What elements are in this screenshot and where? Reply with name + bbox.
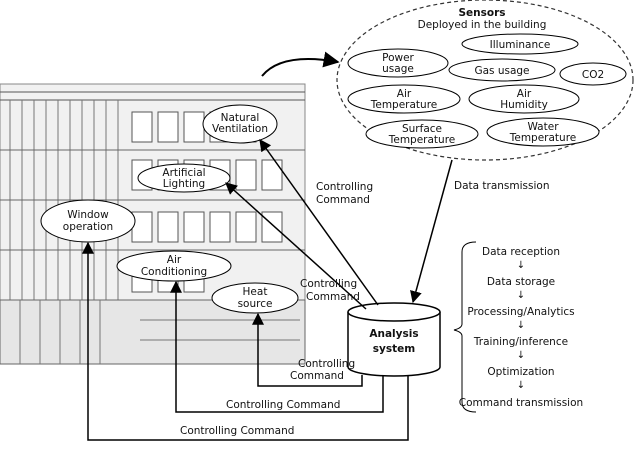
pipeline-step-arrow-3: ↓: [517, 320, 525, 331]
sensor-illuminance: Illuminance: [461, 33, 579, 55]
analysis-system: Analysis system: [347, 302, 441, 377]
data-transmission-label: Data transmission: [454, 180, 549, 192]
sensor-air-temperature: Air Temperature: [347, 84, 461, 114]
sensor-illuminance-label: Illuminance: [490, 39, 551, 51]
sensor-power-usage-label-2: usage: [382, 63, 414, 75]
sensor-air-humidity: Air Humidity: [468, 84, 580, 114]
pipeline-steps: Data reception ↓ Data storage ↓ Processi…: [459, 246, 583, 409]
pipeline-step-6: Command transmission: [459, 397, 583, 409]
sensor-air-temperature-label-2: Temperature: [370, 99, 438, 111]
sensor-water-temperature: Water Temperature: [486, 117, 600, 147]
pipeline-step-5: Optimization: [487, 366, 554, 378]
cc-aircon-label: Controlling Command: [226, 399, 340, 411]
heat-source-label-2: source: [238, 298, 273, 310]
pipeline-step-arrow-2: ↓: [517, 290, 525, 301]
pipeline-brace: [453, 241, 477, 413]
pipeline-step-arrow-5: ↓: [517, 380, 525, 391]
device-heat-source: Heat source: [211, 282, 299, 314]
heat-source-label-1: Heat: [243, 286, 268, 298]
window-operation-label-1: Window: [67, 209, 109, 221]
analysis-system-label-1: Analysis: [369, 328, 418, 340]
cc-aircon-arrow: [170, 280, 384, 413]
cc-ventilation-arrow: [259, 139, 379, 306]
pipeline-step-arrow-1: ↓: [517, 260, 525, 271]
cc-lighting-label-1: Controlling: [300, 278, 357, 290]
cc-ventilation-label-2: Command: [316, 194, 370, 206]
artificial-lighting-label-2: Lighting: [163, 178, 205, 190]
pipeline-step-4: Training/inference: [473, 336, 568, 348]
sensor-gas-usage: Gas usage: [448, 58, 556, 82]
cc-window-label: Controlling Command: [180, 425, 294, 437]
air-conditioning-label-1: Air: [167, 254, 182, 266]
pipeline-step-2: Data storage: [487, 276, 555, 288]
sensor-co2-label: CO2: [582, 69, 604, 81]
device-window-operation: Window operation: [40, 199, 136, 243]
cc-lighting-label-2: Command: [306, 291, 360, 303]
cc-lighting-arrow: [225, 182, 367, 310]
sensor-power-usage: Power usage: [347, 48, 449, 78]
natural-ventilation-label-1: Natural: [221, 112, 260, 124]
sensors-region: [336, 0, 634, 161]
device-natural-ventilation: Natural Ventilation: [202, 104, 278, 144]
sensors-link-arrow: [261, 51, 340, 77]
sensor-co2: CO2: [559, 62, 627, 86]
window-operation-label-2: operation: [63, 221, 113, 233]
sensor-power-usage-label-1: Power: [382, 52, 414, 64]
natural-ventilation-label-2: Ventilation: [212, 123, 268, 135]
sensor-surface-temperature-label-1: Surface: [402, 123, 442, 135]
cc-window-arrow: [82, 241, 409, 441]
sensor-surface-temperature-label-2: Temperature: [388, 134, 456, 146]
cc-heat-label-2: Command: [290, 370, 344, 382]
cc-heat-label-1: Controlling: [298, 358, 355, 370]
sensor-air-humidity-label-2: Humidity: [500, 99, 548, 111]
sensor-surface-temperature: Surface Temperature: [365, 119, 479, 149]
sensors-subtitle: Deployed in the building: [418, 19, 547, 31]
sensor-water-temperature-label-1: Water: [527, 121, 559, 133]
sensor-gas-usage-label: Gas usage: [474, 65, 529, 77]
sensor-air-humidity-label-1: Air: [517, 88, 532, 100]
data-transmission-arrow: [410, 159, 453, 304]
air-conditioning-label-2: Conditioning: [141, 266, 207, 278]
sensor-water-temperature-label-2: Temperature: [509, 132, 577, 144]
sensor-air-temperature-label-1: Air: [397, 88, 412, 100]
device-artificial-lighting: Artificial Lighting: [137, 163, 231, 193]
pipeline-step-3: Processing/Analytics: [467, 306, 574, 318]
cc-heat-arrow: [252, 312, 363, 387]
device-air-conditioning: Air Conditioning: [116, 250, 232, 282]
pipeline-step-arrow-4: ↓: [517, 350, 525, 361]
pipeline-step-1: Data reception: [482, 246, 560, 258]
analysis-system-label-2: system: [373, 343, 415, 355]
artificial-lighting-label-1: Artificial: [162, 167, 205, 179]
cc-ventilation-label-1: Controlling: [316, 181, 373, 193]
sensors-title: Sensors: [458, 7, 505, 19]
